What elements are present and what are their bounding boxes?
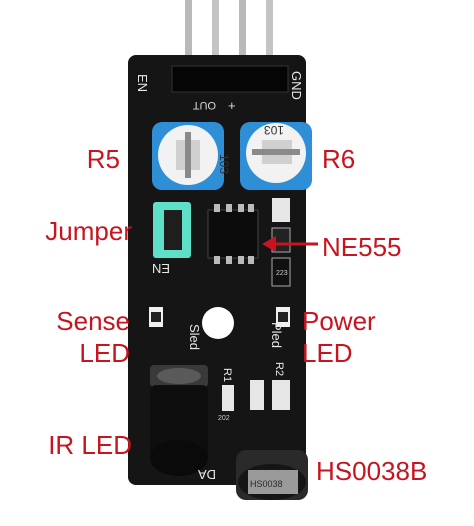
label-power-led-line1: Power <box>302 306 376 336</box>
label-r6: R6 <box>322 144 356 174</box>
power-led-part: Pled <box>269 307 290 348</box>
silk-r2: R2 <box>273 362 285 376</box>
silk-gnd: GND <box>289 71 304 100</box>
label-hs0038b: HS0038B <box>316 456 428 486</box>
silk-plus: + <box>228 98 236 113</box>
sense-led-part: Sled <box>149 307 202 350</box>
lower-resistors: R1 R2 202 <box>218 362 290 422</box>
sensor-code: HS0038 <box>250 479 283 489</box>
pot-r6-code: 103 <box>264 123 284 137</box>
ir-led-part: DA <box>150 365 216 482</box>
silk-sled: Sled <box>187 324 202 350</box>
pot-r5-code: 103 <box>217 154 231 174</box>
silk-res-code: 223 <box>276 270 288 277</box>
label-jumper: Jumper <box>45 216 132 246</box>
silk-r1: R1 <box>221 368 233 382</box>
silk-da: DA <box>198 467 216 482</box>
label-r5: R5 <box>86 144 120 174</box>
label-sense-led-line2: LED <box>79 338 130 368</box>
header-pins <box>185 0 273 72</box>
jumper-block: EN <box>152 202 191 276</box>
hs0038b-part: HS0038 <box>236 450 308 500</box>
label-ir-led: IR LED <box>48 430 132 460</box>
header-housing <box>171 65 289 93</box>
silk-en-jumper: EN <box>152 261 170 276</box>
arrow-left-icon <box>262 236 318 252</box>
label-ne555: NE555 <box>322 232 402 262</box>
silk-en: EN <box>135 74 150 92</box>
mounting-hole <box>202 307 234 339</box>
silk-res-code2: 202 <box>218 415 230 422</box>
silk-out: OUT <box>193 99 217 111</box>
silk-pled: Pled <box>269 322 284 348</box>
ne555-chip <box>207 204 259 264</box>
potentiometer-r6: 103 <box>240 122 312 190</box>
label-sense-led-line1: Sense <box>56 306 130 336</box>
potentiometer-r5: 103 <box>152 122 231 190</box>
label-power-led-line2: LED <box>302 338 353 368</box>
